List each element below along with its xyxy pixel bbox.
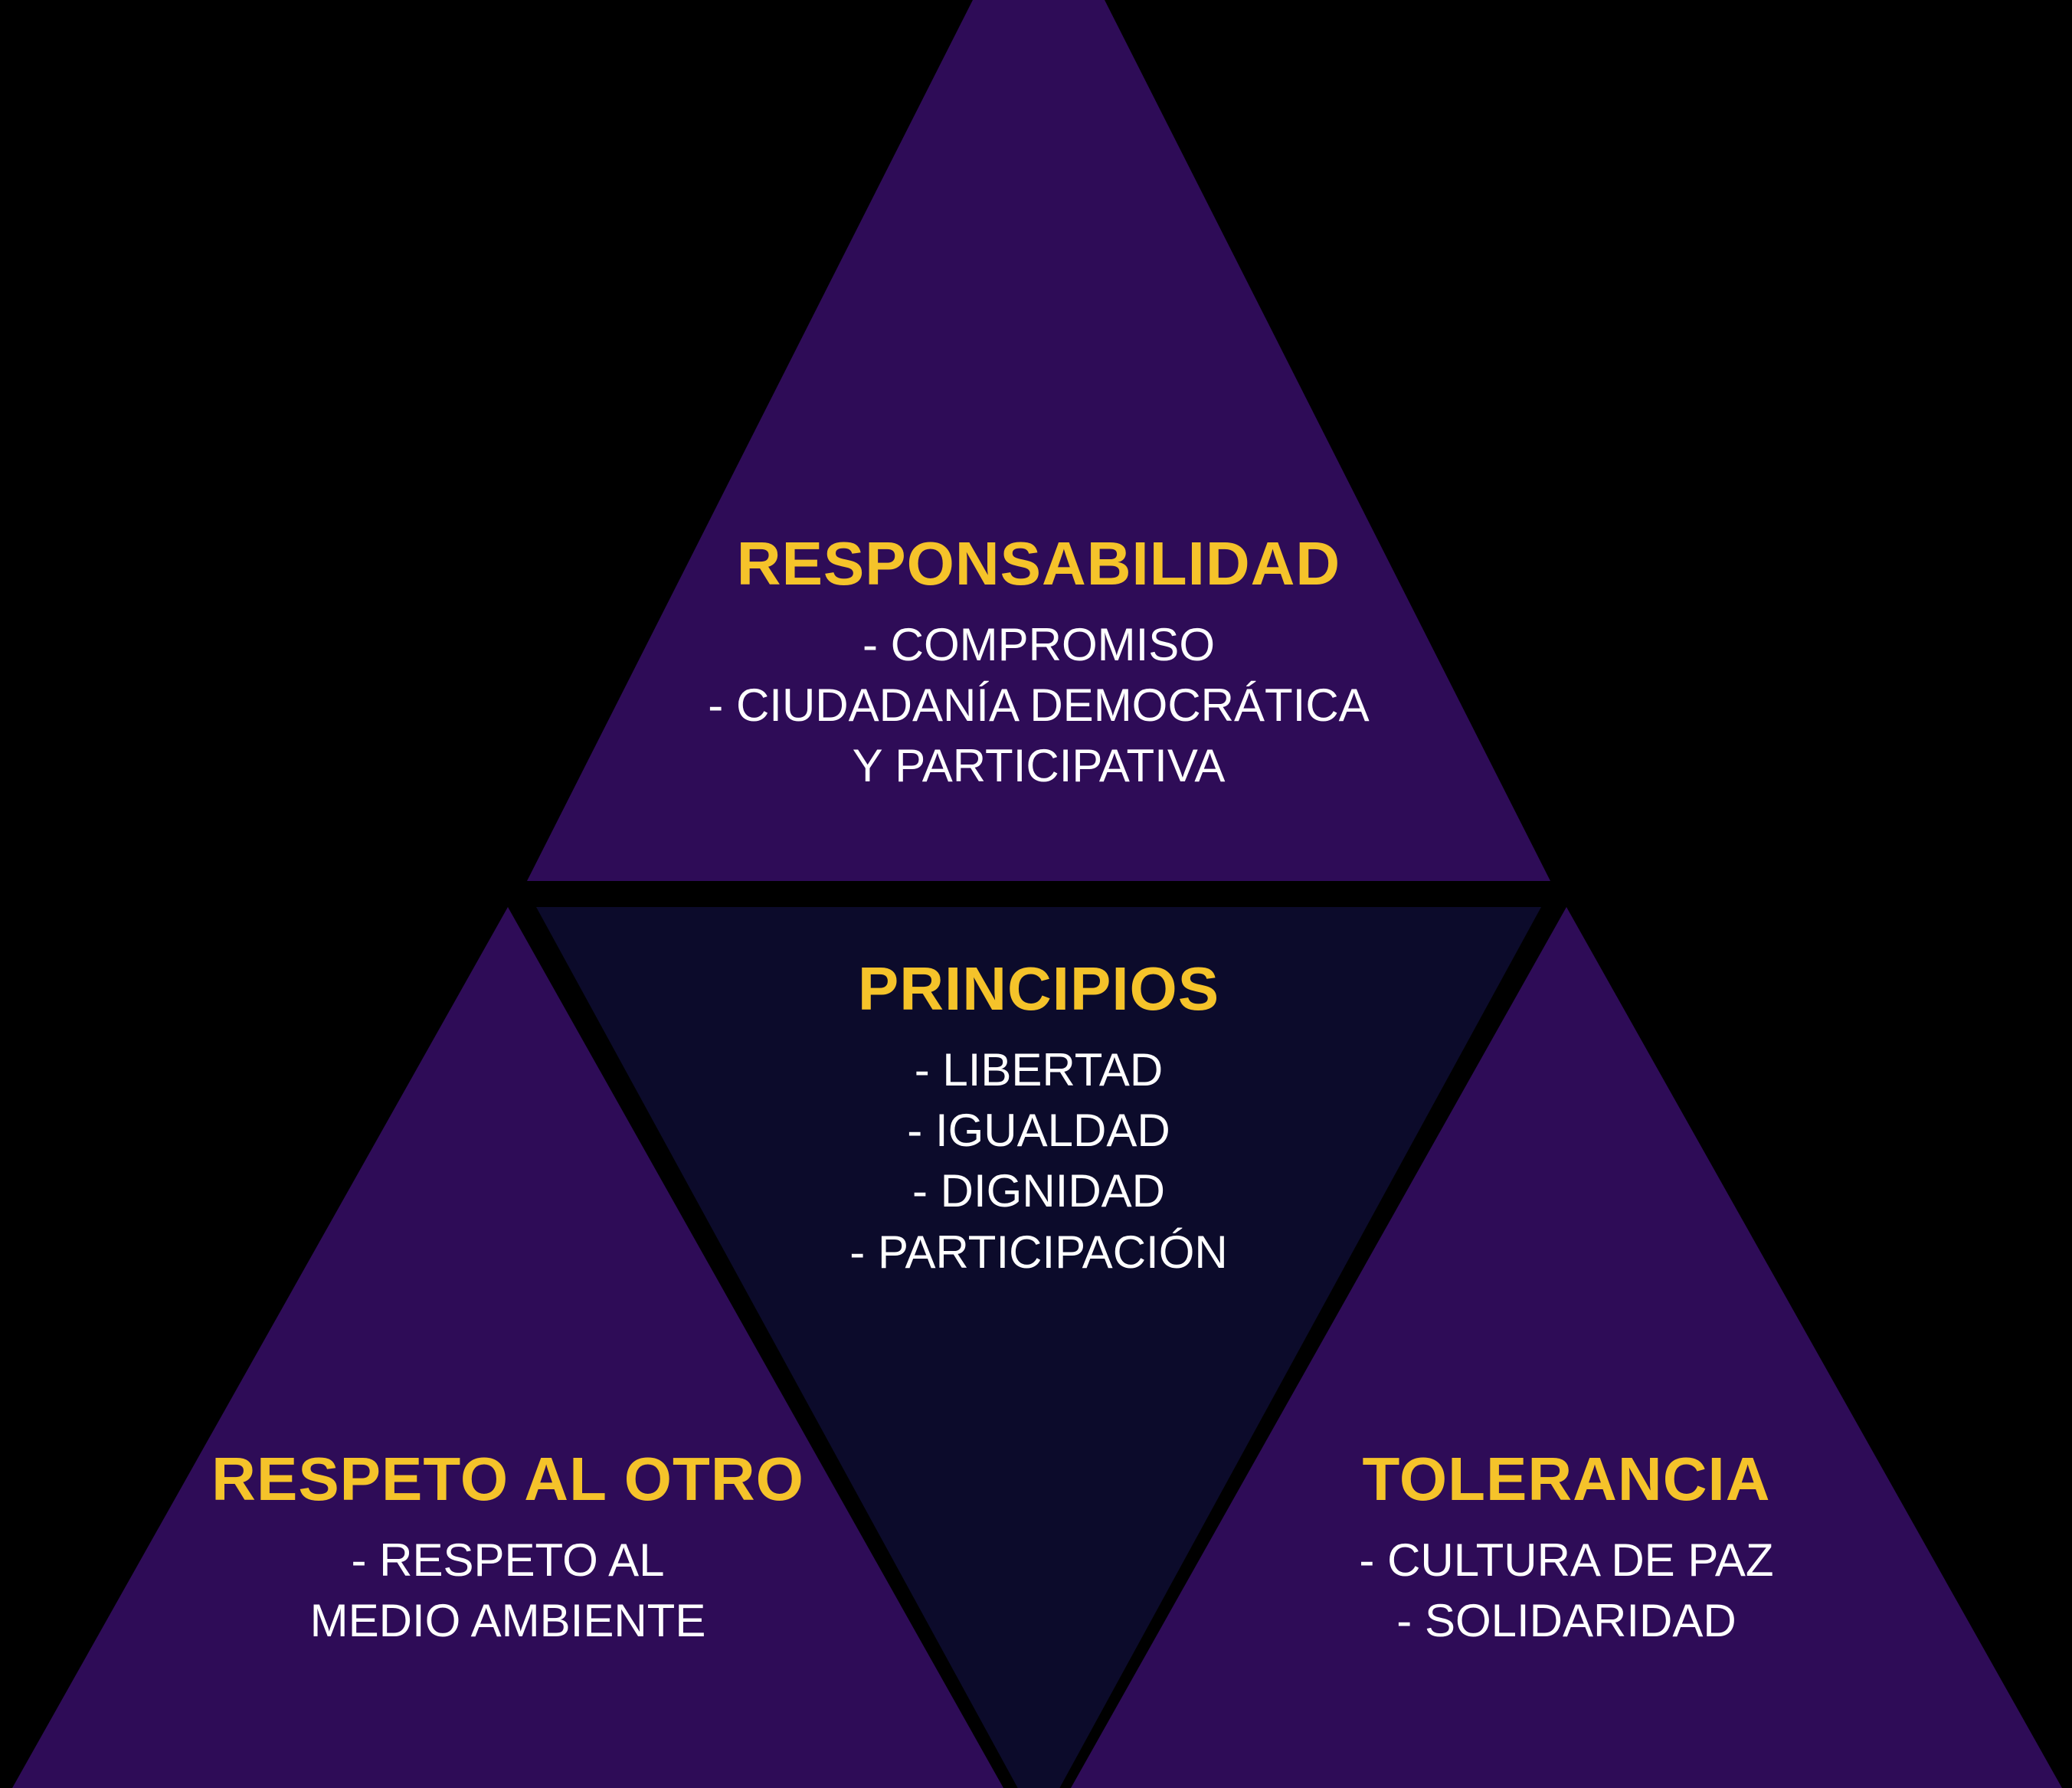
principios-line: - DIGNIDAD [912,1165,1165,1217]
responsabilidad-label-block: RESPONSABILIDAD - COMPROMISO - CIUDADANÍ… [708,529,1369,797]
principios-label-block: PRINCIPIOS - LIBERTAD - IGUALDAD - DIGNI… [849,954,1227,1282]
tolerancia-title: TOLERANCIA [1362,1445,1771,1513]
principios-title: PRINCIPIOS [857,955,1220,1023]
principios-line: - LIBERTAD [914,1044,1164,1095]
tolerancia-line: - SOLIDARIDAD [1396,1595,1736,1647]
responsabilidad-title: RESPONSABILIDAD [736,529,1341,598]
responsabilidad-line: Y PARTICIPATIVA [852,740,1226,792]
principios-line: - PARTICIPACIÓN [849,1226,1228,1278]
tolerancia-line: - CULTURA DE PAZ [1359,1534,1774,1586]
principios-line: - IGUALDAD [907,1105,1170,1157]
respeto-al-otro-title: RESPETO AL OTRO [211,1445,804,1513]
responsabilidad-line: - COMPROMISO [862,619,1215,670]
respeto-al-otro-label-block: RESPETO AL OTRO - RESPETO AL MEDIO AMBIE… [211,1444,804,1651]
respeto-al-otro-line: MEDIO AMBIENTE [309,1595,706,1647]
tolerancia-label-block: TOLERANCIA - CULTURA DE PAZ - SOLIDARIDA… [1359,1444,1773,1651]
respeto-al-otro-line: - RESPETO AL [351,1534,665,1586]
responsabilidad-line: - CIUDADANÍA DEMOCRÁTICA [708,680,1370,732]
